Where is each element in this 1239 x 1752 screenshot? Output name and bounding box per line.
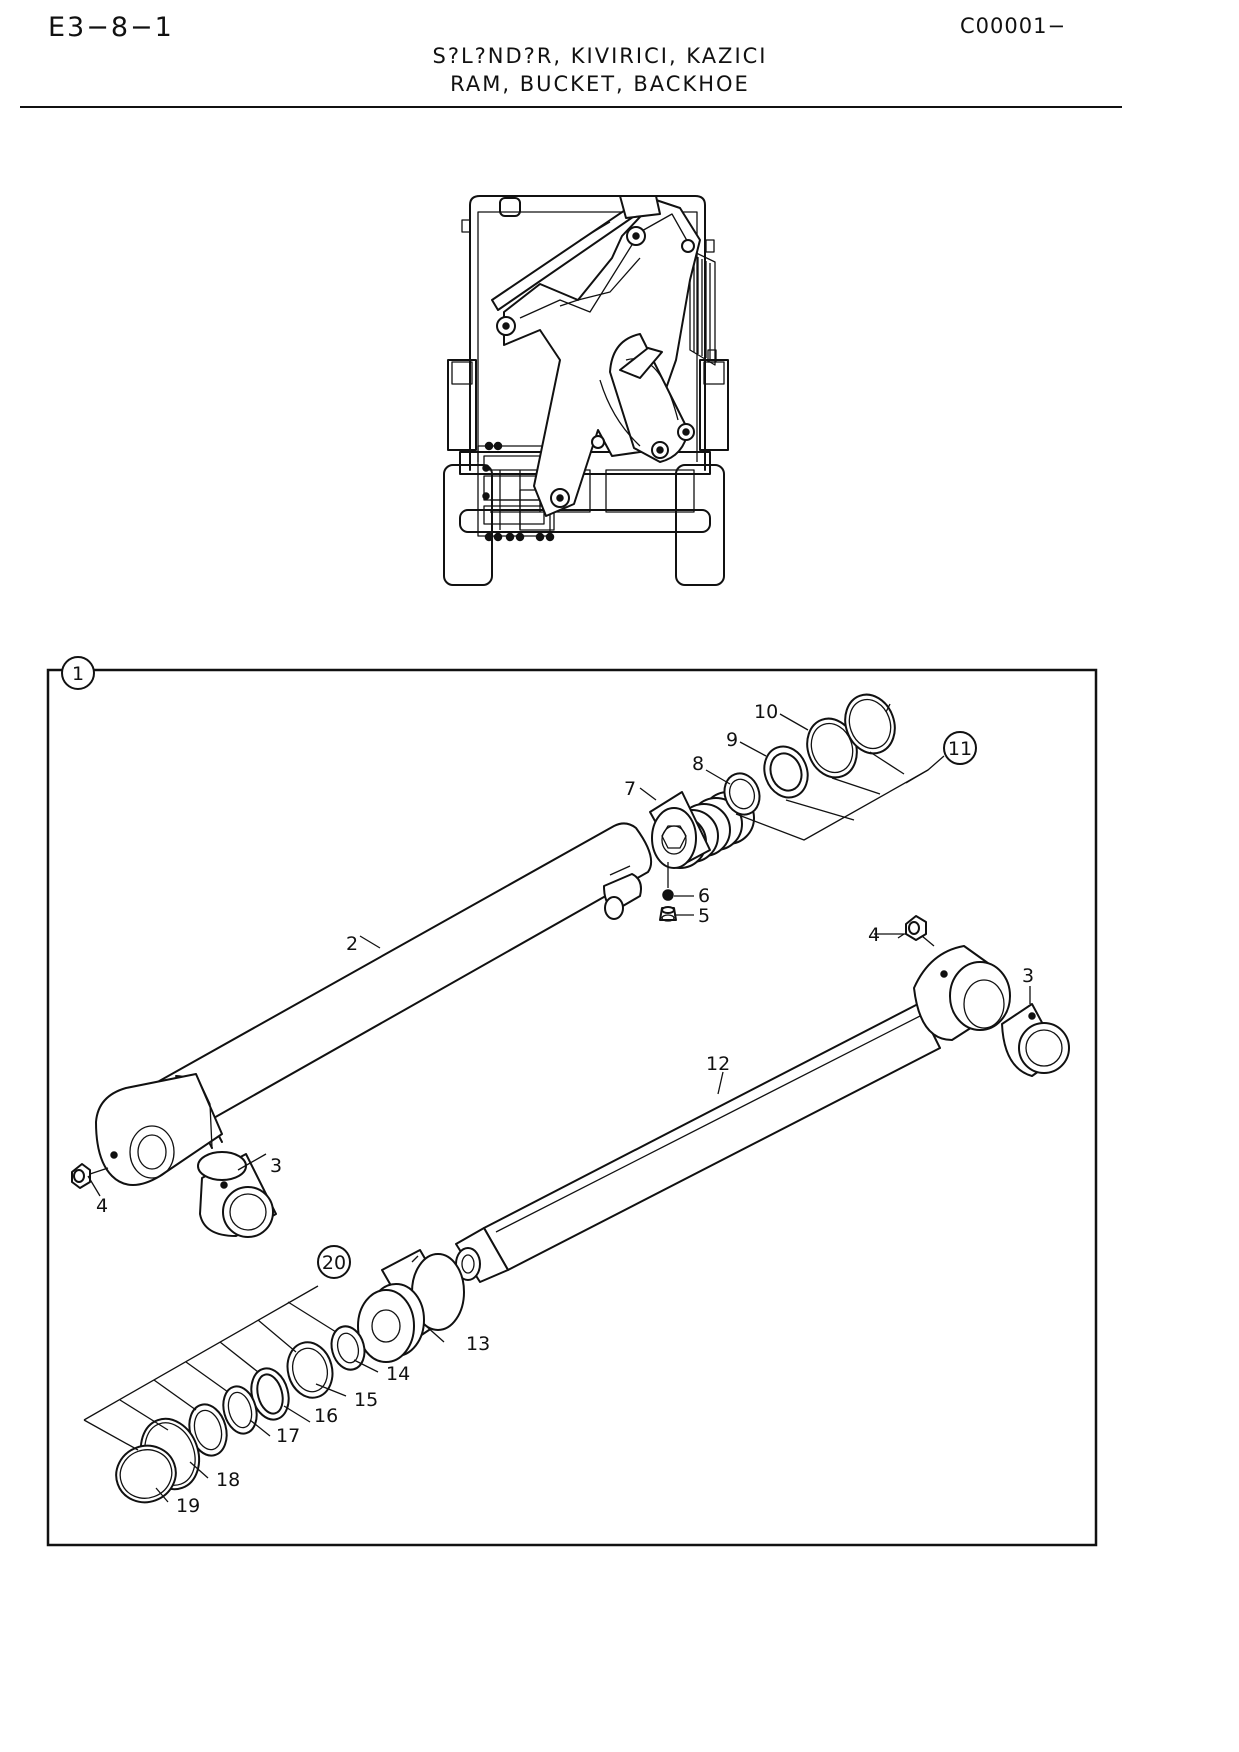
cylinder-gland (649, 791, 755, 869)
callout-assembly-label: 1 (72, 663, 84, 685)
callout-kit-gland (943, 731, 977, 765)
leader-lines (87, 713, 1031, 1503)
header-rule (20, 106, 1122, 108)
part-label-5: 5 (698, 905, 710, 927)
part-label-14: 14 (386, 1363, 410, 1385)
piston-seals (83, 1285, 366, 1504)
cylinder-barrel (95, 822, 652, 1186)
part-label-13: 13 (466, 1333, 490, 1355)
part-labels: 2 3 3 4 4 5 6 7 8 9 10 12 13 14 15 16 17… (96, 701, 1034, 1517)
part-label-15: 15 (354, 1389, 378, 1411)
bushing-right (1001, 1003, 1070, 1077)
callout-kit-piston-label: 20 (322, 1252, 346, 1274)
gland-seals (723, 693, 945, 841)
part-label-18: 18 (216, 1469, 240, 1491)
part-label-19: 19 (176, 1495, 200, 1517)
title-turkish: S?L?ND?R, KIVIRICI, KAZICI (432, 44, 768, 68)
callout-assembly (61, 656, 95, 690)
piston (357, 1249, 465, 1363)
document-code: C00001− (960, 14, 1067, 38)
machine-illustration (443, 195, 729, 586)
part-label-6: 6 (698, 885, 710, 907)
part-label-3-left: 3 (270, 1155, 282, 1177)
part-label-16: 16 (314, 1405, 338, 1427)
part-label-10: 10 (754, 701, 778, 723)
page-code: E3−8−1 (48, 12, 174, 43)
part-label-4-left: 4 (96, 1195, 108, 1217)
bushing-left (197, 1151, 277, 1238)
title-english: RAM, BUCKET, BACKHOE (450, 72, 750, 96)
part-label-12: 12 (706, 1053, 730, 1075)
callout-kit-piston (317, 1245, 351, 1279)
part-label-17: 17 (276, 1425, 300, 1447)
grease-nipple-left (71, 1163, 109, 1189)
exploded-parts-diagram: 1 (46, 656, 1098, 1547)
grease-nipple-right (905, 915, 935, 947)
piston-rod (455, 945, 1011, 1283)
plug-and-ball (659, 862, 677, 922)
part-label-7: 7 (624, 778, 636, 800)
part-label-2: 2 (346, 933, 358, 955)
part-label-9: 9 (726, 729, 738, 751)
callout-kit-gland-label: 11 (948, 738, 972, 760)
part-label-3-right: 3 (1022, 965, 1034, 987)
assembly-frame (46, 668, 1098, 1547)
part-label-8: 8 (692, 753, 704, 775)
part-label-4-right: 4 (868, 924, 880, 946)
